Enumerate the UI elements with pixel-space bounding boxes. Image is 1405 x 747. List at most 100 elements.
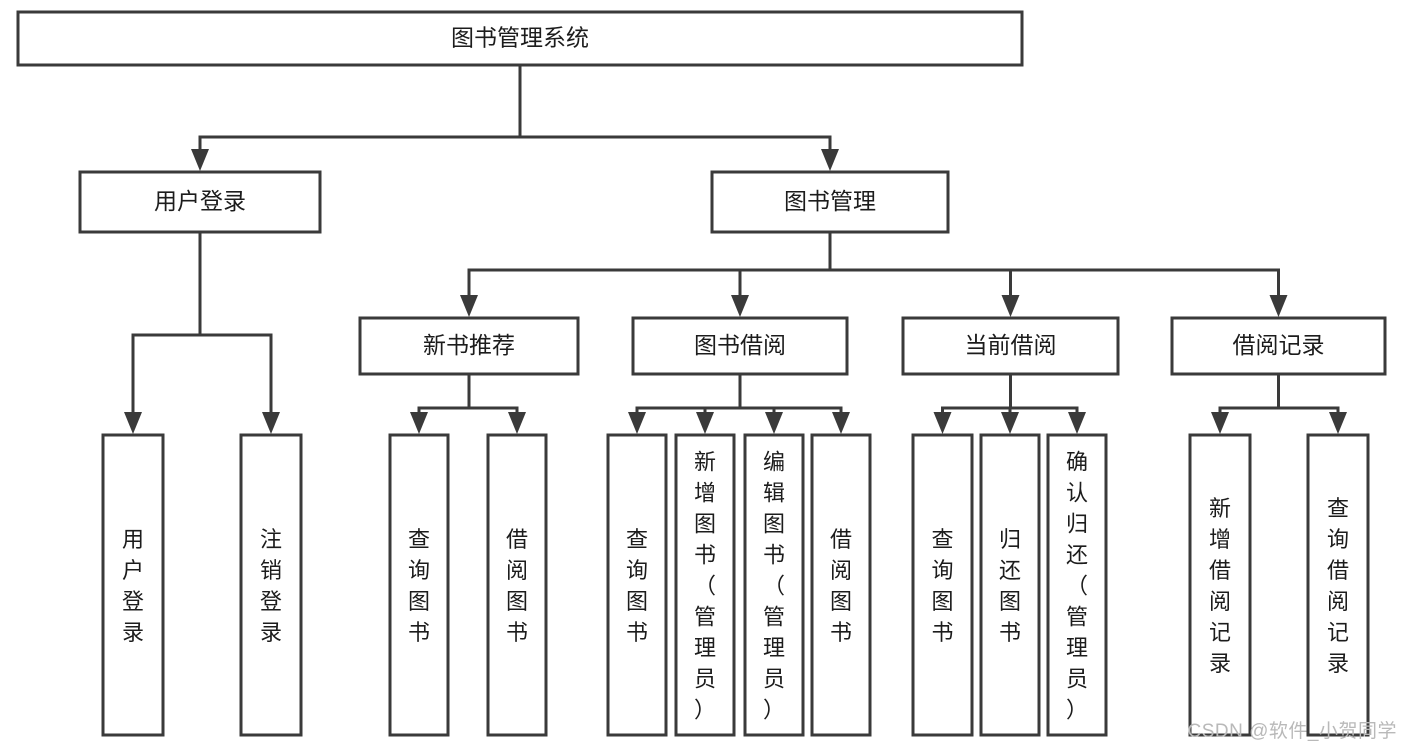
- svg-text:阅: 阅: [1327, 589, 1349, 614]
- arrow-head-icon: [628, 412, 646, 434]
- svg-text:理: 理: [694, 636, 716, 661]
- node-leaf-box-3-2[interactable]: [1046, 433, 1108, 737]
- svg-text:认: 认: [1066, 481, 1088, 506]
- svg-text:录: 录: [122, 620, 144, 645]
- arrow-head-icon: [191, 149, 209, 171]
- arrow-head-icon: [124, 412, 142, 434]
- arrow-head-icon: [460, 295, 478, 317]
- node-level2-label-1: 图书借阅: [694, 332, 786, 358]
- svg-text:询: 询: [626, 558, 648, 583]
- svg-text:理: 理: [1066, 636, 1088, 661]
- arrow-head-icon: [1001, 295, 1020, 317]
- svg-text:图: 图: [830, 589, 852, 614]
- svg-text:户: 户: [122, 558, 144, 583]
- svg-text:登: 登: [122, 589, 144, 614]
- node-leaf-box-3-1[interactable]: [979, 433, 1041, 737]
- svg-text:录: 录: [260, 620, 282, 645]
- node-level1-label-0: 用户登录: [154, 188, 246, 214]
- svg-text:书: 书: [931, 620, 953, 645]
- svg-text:书: 书: [830, 620, 852, 645]
- svg-text:图: 图: [763, 512, 785, 537]
- svg-text:查: 查: [1327, 496, 1349, 521]
- node-leaf-box-3-0[interactable]: [911, 433, 974, 737]
- node-root-label: 图书管理系统: [451, 25, 589, 51]
- svg-text:归: 归: [999, 527, 1021, 552]
- svg-text:）: ）: [763, 698, 785, 723]
- arrow-head-icon: [1211, 412, 1229, 434]
- svg-text:阅: 阅: [1209, 589, 1231, 614]
- svg-text:图: 图: [626, 589, 648, 614]
- node-leaf-box-1-0[interactable]: [388, 433, 450, 737]
- svg-text:图: 图: [694, 512, 716, 537]
- node-leaf-box-2-1[interactable]: [674, 433, 736, 737]
- svg-text:）: ）: [1066, 698, 1088, 723]
- svg-text:员: 员: [694, 667, 716, 692]
- svg-text:归: 归: [1066, 512, 1088, 537]
- svg-text:管: 管: [694, 605, 716, 630]
- svg-text:（: （: [1066, 574, 1088, 599]
- node-level1-box-1[interactable]: [710, 170, 950, 234]
- node-leaf-box-1-1[interactable]: [486, 433, 548, 737]
- arrow-head-icon: [821, 149, 839, 171]
- arrow-head-icon: [508, 412, 526, 434]
- svg-text:编: 编: [763, 450, 785, 475]
- svg-text:图: 图: [408, 589, 430, 614]
- svg-text:书: 书: [408, 620, 430, 645]
- arrow-head-icon: [933, 412, 952, 434]
- svg-text:增: 增: [694, 481, 716, 506]
- node-level1-box-0[interactable]: [78, 170, 322, 234]
- svg-text:书: 书: [763, 543, 785, 568]
- node-root-box[interactable]: [16, 10, 1024, 67]
- svg-text:销: 销: [260, 558, 282, 583]
- svg-text:增: 增: [1209, 527, 1231, 552]
- svg-text:登: 登: [260, 589, 282, 614]
- arrow-head-icon: [410, 412, 428, 434]
- arrow-head-icon: [1001, 412, 1019, 434]
- svg-text:图: 图: [506, 589, 528, 614]
- node-leaf-box-2-0[interactable]: [606, 433, 668, 737]
- svg-text:借: 借: [506, 527, 528, 552]
- svg-text:用: 用: [122, 527, 144, 552]
- node-leaf-box-4-1[interactable]: [1306, 433, 1370, 737]
- svg-text:（: （: [694, 574, 716, 599]
- svg-text:员: 员: [1066, 667, 1088, 692]
- node-leaf-box-2-3[interactable]: [810, 433, 872, 737]
- svg-text:记: 记: [1209, 620, 1231, 645]
- svg-text:图: 图: [999, 589, 1021, 614]
- svg-text:录: 录: [1209, 651, 1231, 676]
- svg-text:理: 理: [763, 636, 785, 661]
- svg-text:书: 书: [694, 543, 716, 568]
- svg-text:注: 注: [260, 527, 282, 552]
- svg-text:还: 还: [1066, 543, 1088, 568]
- node-leaf-box-0-0[interactable]: [101, 433, 165, 737]
- svg-text:录: 录: [1327, 651, 1349, 676]
- svg-text:书: 书: [626, 620, 648, 645]
- svg-text:借: 借: [1327, 558, 1349, 583]
- svg-text:阅: 阅: [506, 558, 528, 583]
- node-leaf-label-0-0: 用户登录: [122, 527, 144, 645]
- svg-text:书: 书: [999, 620, 1021, 645]
- node-leaf-box-2-2[interactable]: [743, 433, 805, 737]
- node-leaf-box-0-1[interactable]: [239, 433, 303, 737]
- node-leaf-box-4-0[interactable]: [1188, 433, 1252, 737]
- node-level2-label-0: 新书推荐: [423, 332, 515, 358]
- arrow-head-icon: [1329, 412, 1347, 434]
- svg-text:管: 管: [1066, 605, 1088, 630]
- svg-text:记: 记: [1327, 620, 1349, 645]
- arrow-head-icon: [731, 295, 749, 317]
- watermark-label: CSDN @软件_小贺同学: [1187, 721, 1397, 742]
- node-level2-box-3[interactable]: [1170, 316, 1387, 376]
- svg-text:询: 询: [408, 558, 430, 583]
- arrow-head-icon: [1068, 412, 1086, 434]
